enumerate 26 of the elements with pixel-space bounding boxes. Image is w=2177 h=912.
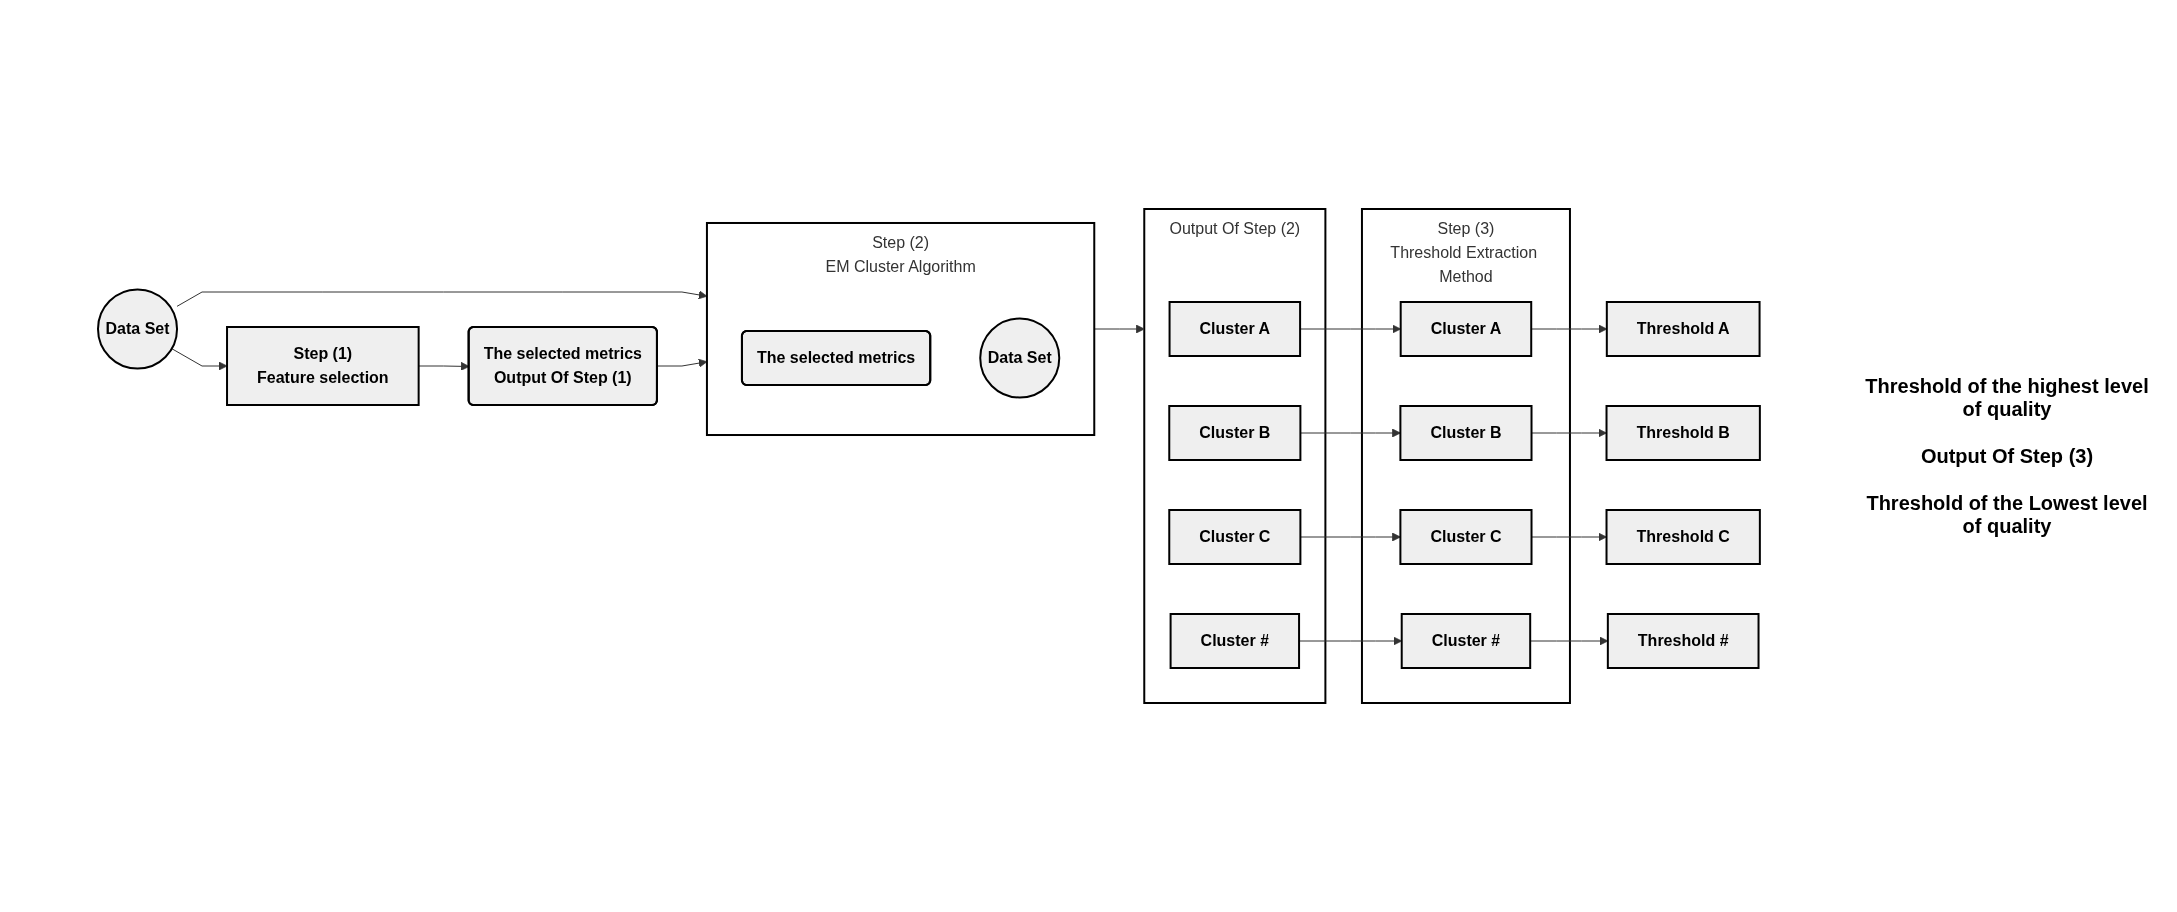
arrow (1093, 324, 1145, 334)
node-box: Step (1) Feature selection (225, 326, 420, 406)
node-box: Threshold C (1605, 509, 1761, 565)
node-box: Threshold B (1605, 405, 1761, 461)
node-box: Cluster C (1398, 509, 1533, 565)
arrow (1299, 324, 1401, 334)
node-box: Cluster B (1398, 405, 1533, 461)
arrow (1529, 636, 1608, 646)
node-box: Threshold # (1606, 613, 1760, 669)
node-box: Cluster A (1168, 301, 1301, 357)
node-box: Cluster B (1167, 405, 1301, 461)
note-text: Threshold of the Lowest level of quality (1865, 491, 2149, 538)
note-text: Threshold of the highest level of quality (1864, 374, 2150, 421)
arrow (1298, 636, 1402, 646)
node-box: Cluster C (1167, 509, 1301, 565)
node-box: Cluster A (1399, 301, 1532, 357)
arrow (656, 358, 707, 368)
node-box: Threshold A (1605, 301, 1761, 357)
arrow (1530, 324, 1607, 334)
node-box: Cluster # (1169, 613, 1300, 669)
node-circle: Data Set (96, 288, 178, 370)
note-text: Output Of Step (3) (1920, 444, 2094, 468)
arrow (176, 290, 707, 307)
arrow (170, 348, 227, 371)
node-box: Cluster # (1400, 613, 1531, 669)
node-circle: Data Set (978, 317, 1060, 399)
